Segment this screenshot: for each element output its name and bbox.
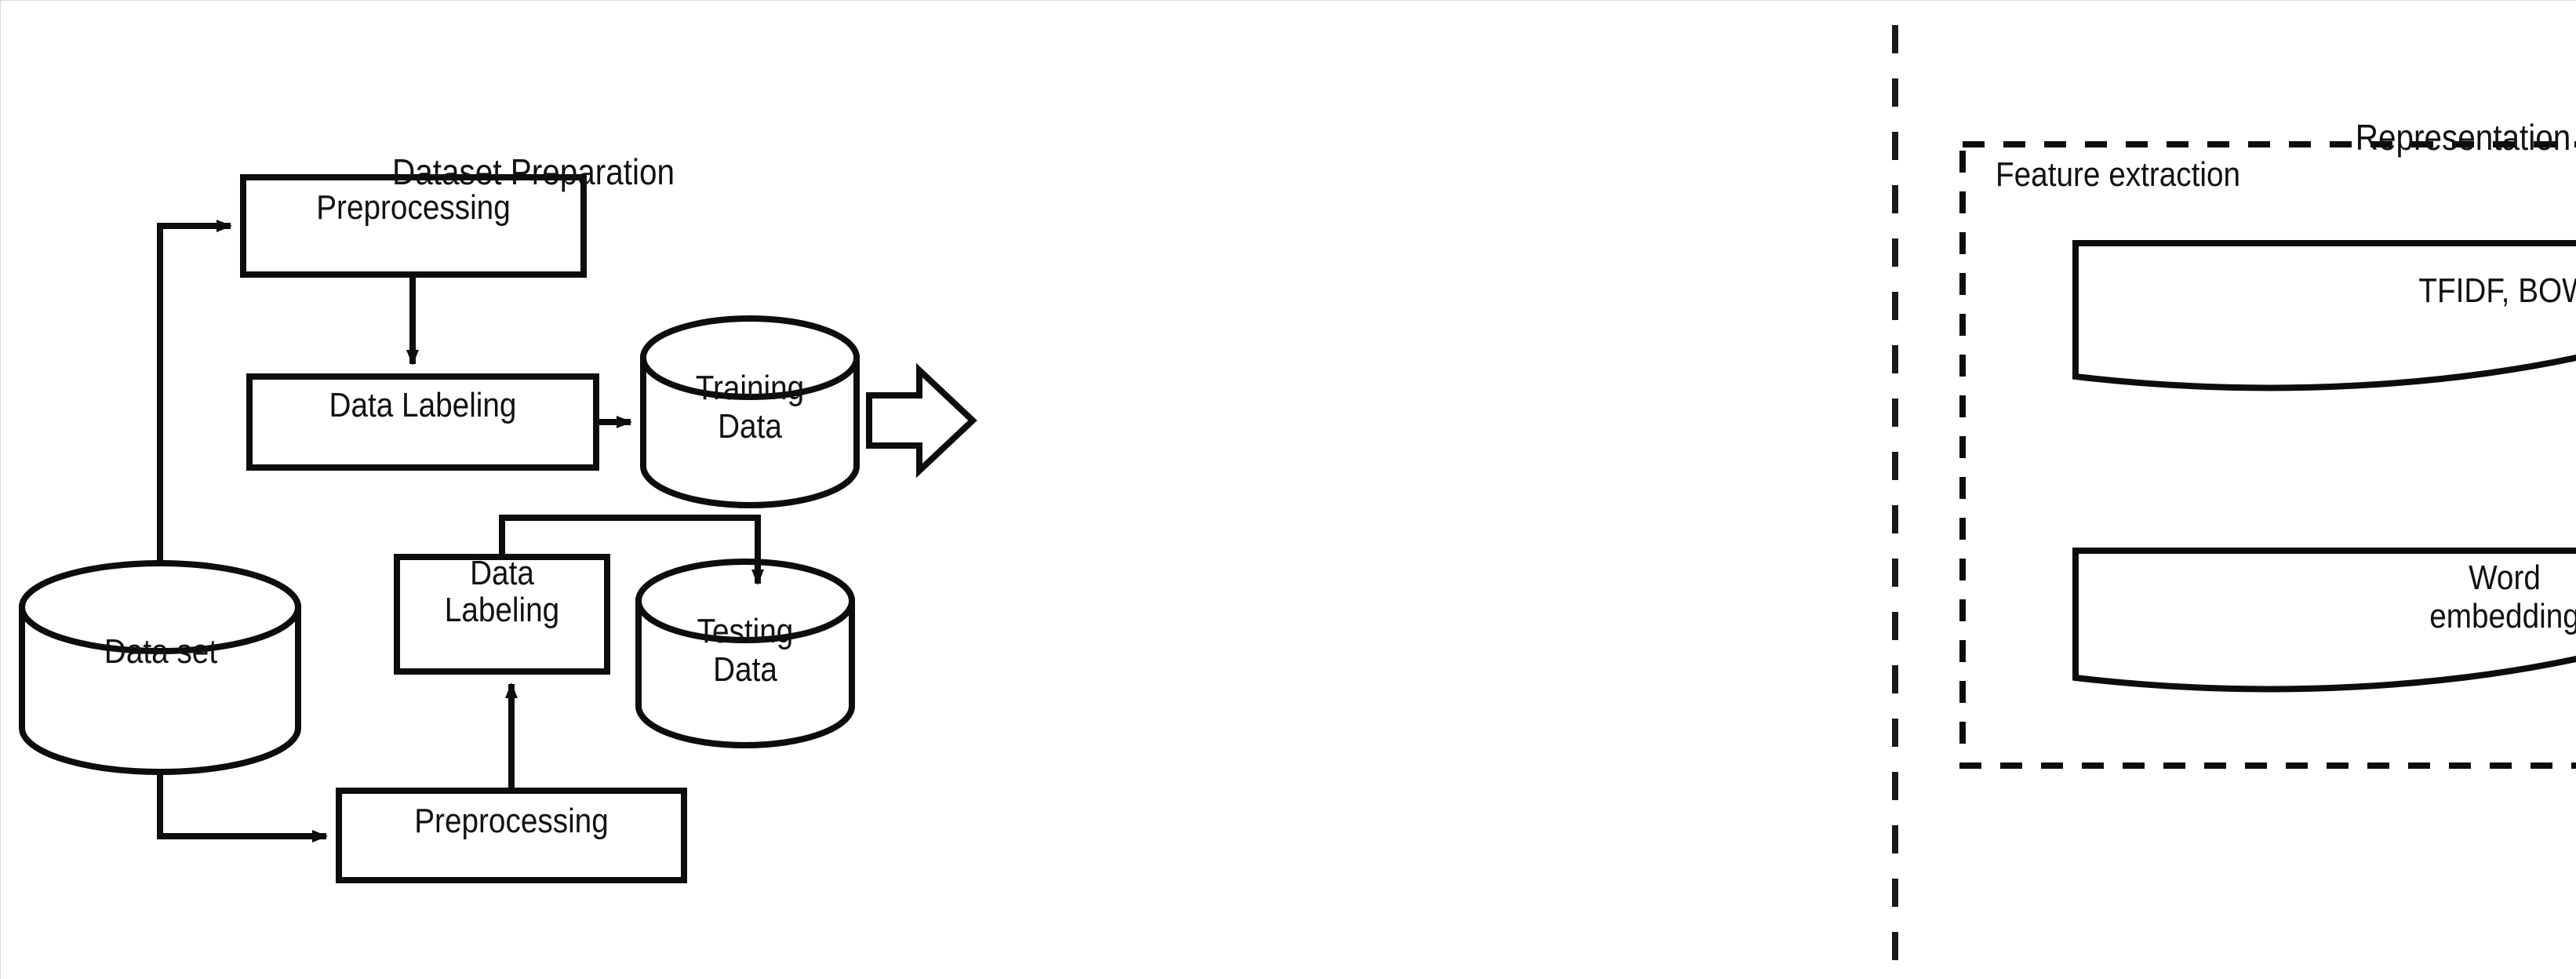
box-data-labeling-top — [246, 373, 599, 471]
dataset-preparation-shapes — [19, 174, 860, 883]
label-preprocessing-top: Preprocessing — [316, 188, 511, 227]
label-testing-data: Testing Data — [697, 612, 794, 690]
arrow-labeling-bottom-to-testing — [499, 515, 764, 585]
representation-dashed-container — [1959, 141, 2576, 769]
label-preprocessing-bottom: Preprocessing — [414, 802, 609, 840]
box-data-labeling-bottom — [394, 554, 610, 675]
arrow-dataset-to-preprocessing-bottom — [157, 772, 328, 843]
representation-documents — [2072, 240, 2576, 693]
doc-tfidf-bow — [2072, 240, 2576, 391]
cylinder-data-set — [19, 560, 301, 775]
block-arrow-training-to-representation — [866, 362, 977, 479]
label-feature-extraction: Feature extraction — [1996, 155, 2241, 194]
stage-title-representation: Representation — [2355, 117, 2571, 158]
doc-word-embedding — [2072, 548, 2576, 693]
label-tfidf-bow: TFIDF, BOW — [2418, 271, 2576, 310]
label-data-labeling-bottom: Data Labeling — [444, 554, 560, 629]
label-data-labeling-top: Data Labeling — [329, 386, 517, 424]
label-training-data: Training Data — [695, 369, 805, 446]
cylinder-training-data — [640, 315, 860, 508]
label-word-embedding: Word embedding — [2429, 559, 2576, 636]
arrow-dataset-to-preprocessing-top — [157, 220, 232, 563]
dataset-preparation-connectors — [157, 220, 764, 843]
cylinder-testing-data — [635, 559, 855, 748]
stage-title-dataset-preparation: Dataset Preparation — [391, 151, 675, 192]
label-data-set: Data set — [104, 632, 218, 671]
stage-block-arrows — [866, 362, 977, 479]
